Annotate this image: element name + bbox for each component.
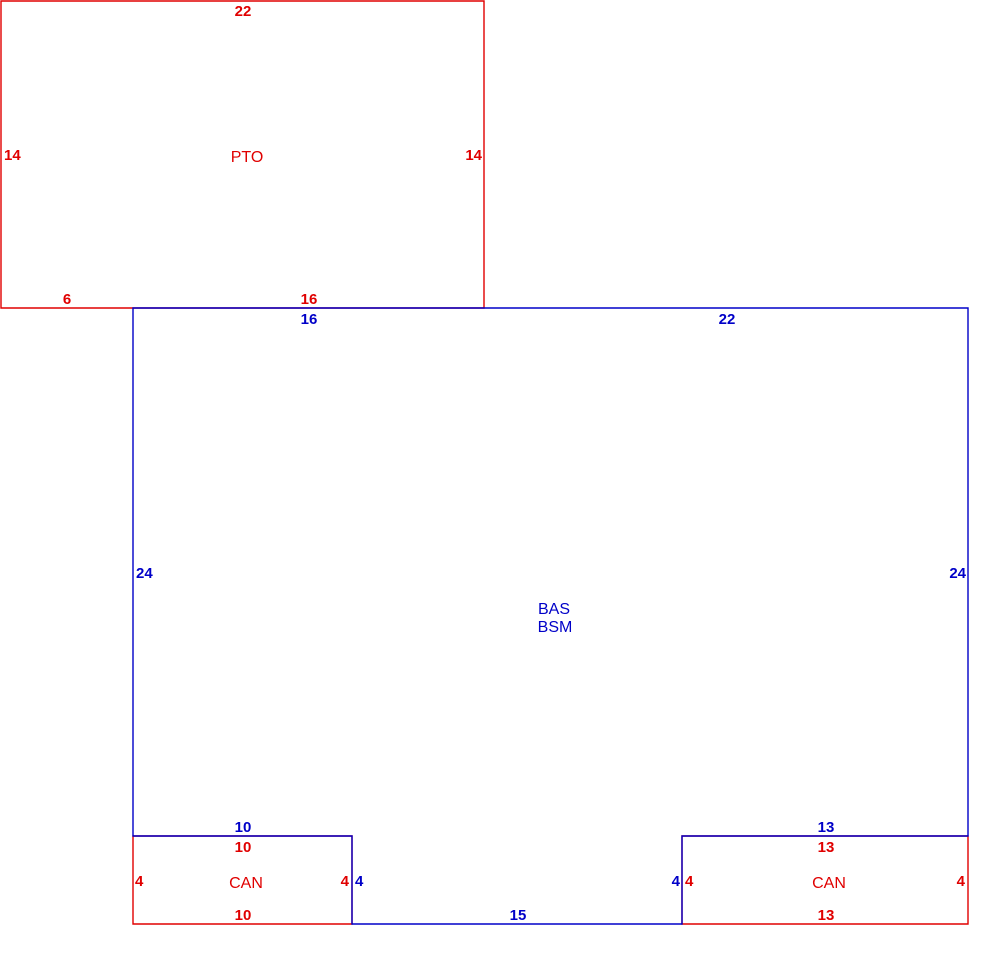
bas-notch-right-dim: 4	[672, 873, 681, 890]
bas-notch-left-dim: 4	[355, 873, 364, 890]
bas-top-left-dim: 16	[301, 311, 318, 328]
can-right-area-label: CAN	[812, 875, 846, 892]
bas-bottom-left-dim: 10	[235, 819, 252, 836]
can-left-bottom-dim: 10	[235, 907, 252, 924]
pto-right-dim: 14	[465, 147, 482, 164]
can-right-bottom-dim: 13	[818, 907, 835, 924]
pto-top-dim: 22	[235, 3, 252, 20]
can-right-left-dim: 4	[685, 873, 694, 890]
bas-left-dim: 24	[136, 565, 153, 582]
bas-area-label: BAS	[538, 601, 570, 618]
bsm-area-label: BSM	[538, 619, 573, 636]
can-left-left-dim: 4	[135, 873, 144, 890]
pto-left-dim: 14	[4, 147, 21, 164]
can-left-area-label: CAN	[229, 875, 263, 892]
can-left-right-dim: 4	[341, 873, 350, 890]
can-left-top-dim: 10	[235, 839, 252, 856]
bas-top-right-dim: 22	[719, 311, 736, 328]
bas-right-dim: 24	[949, 565, 966, 582]
pto-bottom-left-dim: 6	[63, 291, 71, 308]
can-right-top-dim: 13	[818, 839, 835, 856]
pto-area-label: PTO	[231, 149, 264, 166]
pto-bottom-right-dim: 16	[301, 291, 318, 308]
can-right-right-dim: 4	[957, 873, 966, 890]
bas-bottom-right-dim: 13	[818, 819, 835, 836]
bas-outline	[132, 307, 969, 925]
bas-bottom-mid-dim: 15	[510, 907, 527, 924]
